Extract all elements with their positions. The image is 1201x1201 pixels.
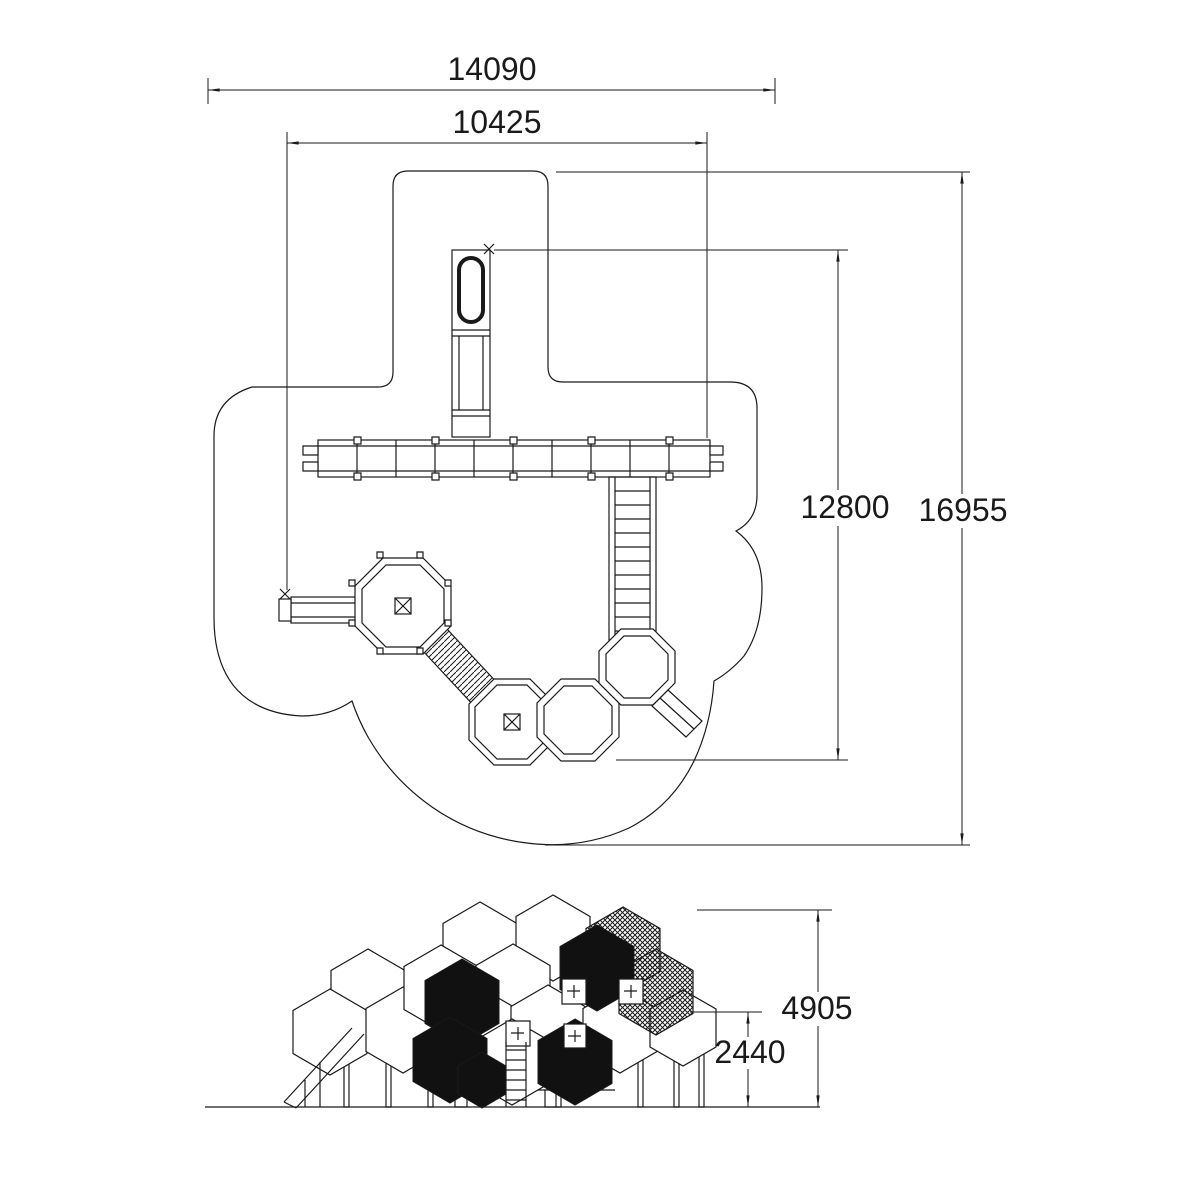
dimension-label: 4905 <box>781 990 852 1026</box>
tube-bore <box>457 256 485 324</box>
dimension-annotations: 14090 10425 12800 16955 4905 <box>207 51 1008 1107</box>
slide-supports <box>304 1062 321 1107</box>
ladder-rungs <box>615 490 650 632</box>
bridge-rails <box>318 445 710 472</box>
arm-endcap <box>278 598 292 622</box>
bridge-dividers <box>356 440 670 477</box>
slide-exit-rail <box>659 697 695 730</box>
tube-slide-plan <box>451 243 495 438</box>
pod-inner <box>543 685 613 755</box>
dimension-overall-height: 4905 <box>697 909 853 1107</box>
dimension-label: 2440 <box>714 1034 785 1070</box>
dimension-deck-height: 2440 <box>690 1011 786 1107</box>
safety-zone-outline <box>213 170 763 846</box>
pod-outer <box>598 628 676 706</box>
window-cross-marks <box>511 985 637 1042</box>
datum-marker <box>483 243 495 255</box>
entry-arm <box>278 588 362 624</box>
ladder-stringers <box>614 477 651 640</box>
extension-lines <box>494 249 848 761</box>
bridge-post-markers <box>353 436 674 481</box>
access-ladder-plan <box>608 476 657 641</box>
access-ladder-elevation <box>505 1042 527 1107</box>
extension-lines <box>286 132 708 590</box>
dimension-equipment-width: 10425 <box>286 104 708 590</box>
elevation-view <box>205 894 820 1109</box>
dimension-label: 16955 <box>919 492 1008 528</box>
plan-view <box>213 170 763 846</box>
ladder-frame <box>608 476 657 641</box>
dimension-overall-depth: 16955 <box>545 171 1008 846</box>
pod-hexagons-solid <box>412 924 635 1109</box>
ladder-rungs <box>506 1049 526 1101</box>
tube-flange-lower <box>452 409 490 417</box>
dimension-overall-width: 14090 <box>207 51 776 104</box>
arm-body <box>290 596 362 624</box>
pod-center-hatch <box>503 713 521 731</box>
pod-octagon-d <box>598 628 676 706</box>
ladder-rails <box>505 1042 527 1107</box>
pod-vertex-posts <box>348 551 452 655</box>
pod-center-hatch <box>394 597 412 615</box>
dimension-equipment-depth: 12800 <box>494 249 890 761</box>
tube-outer <box>451 249 491 438</box>
slide-exit-body <box>651 689 703 738</box>
bridge-left-endcap <box>302 445 319 472</box>
pod-windows <box>505 978 644 1049</box>
pod-center-cross <box>503 713 521 731</box>
pod-center-cross <box>394 597 412 615</box>
extension-lines <box>545 171 970 846</box>
arm-rails <box>291 602 361 618</box>
pod-hex-solid <box>537 1018 613 1106</box>
bridge-right-endcap <box>709 445 724 472</box>
tube-flange-upper <box>452 329 490 337</box>
bridge-walkway <box>302 436 724 481</box>
dimension-label: 10425 <box>453 104 542 140</box>
dimension-label: 14090 <box>448 51 537 87</box>
pod-inner <box>361 564 445 648</box>
tube-inner-walls <box>458 336 484 410</box>
dimension-label: 12800 <box>801 489 890 525</box>
pod-octagon-a <box>348 551 452 655</box>
pod-inner <box>605 635 669 699</box>
datum-marker <box>279 588 291 600</box>
slide-exit-plan <box>651 689 703 738</box>
